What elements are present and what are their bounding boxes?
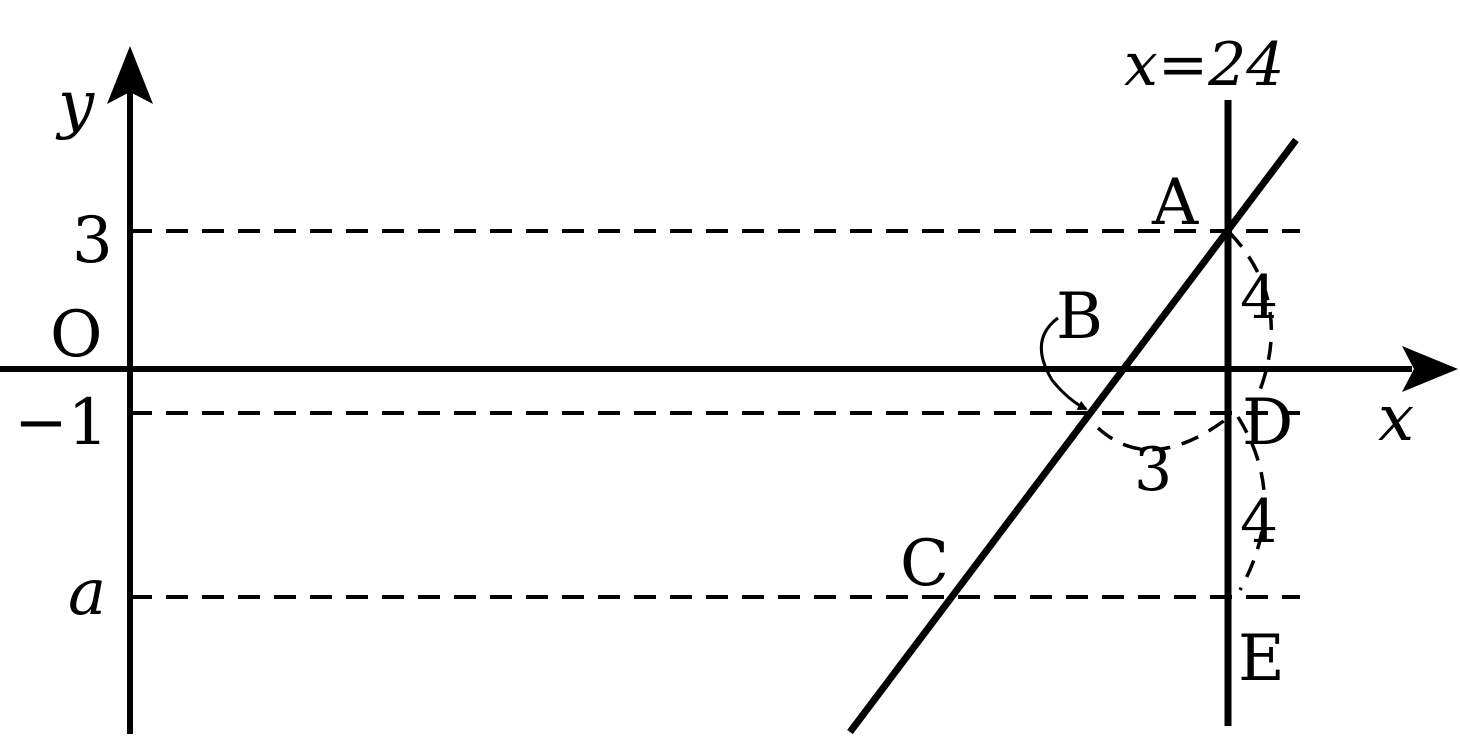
pointer-arrow-B: [1039, 316, 1088, 411]
y-axis-label: y: [55, 68, 95, 142]
y-tick-label-a: a: [68, 556, 106, 630]
point-label-D: D: [1242, 386, 1293, 460]
vertical-line-label: x=24: [1124, 30, 1284, 100]
point-label-E: E: [1238, 622, 1285, 696]
point-label-C: C: [900, 527, 949, 601]
x-axis-label: x: [1378, 382, 1414, 456]
slanted-line: [847, 137, 1299, 735]
origin-label: O: [50, 298, 102, 372]
measure-arc-BD: [1096, 418, 1227, 452]
measure-arc-DE: [1236, 416, 1267, 591]
measure-label-AD: 4: [1240, 263, 1278, 333]
point-label-B: B: [1056, 280, 1103, 354]
x-axis-arrowhead: [1402, 346, 1458, 392]
y-tick-label-3: 3: [72, 204, 113, 278]
y-axis-arrowhead: [107, 46, 153, 104]
y-tick-label-minus1: −1: [14, 386, 108, 460]
point-label-A: A: [1151, 166, 1199, 240]
measure-label-BD: 3: [1134, 435, 1172, 505]
measure-label-DE: 4: [1240, 487, 1278, 557]
